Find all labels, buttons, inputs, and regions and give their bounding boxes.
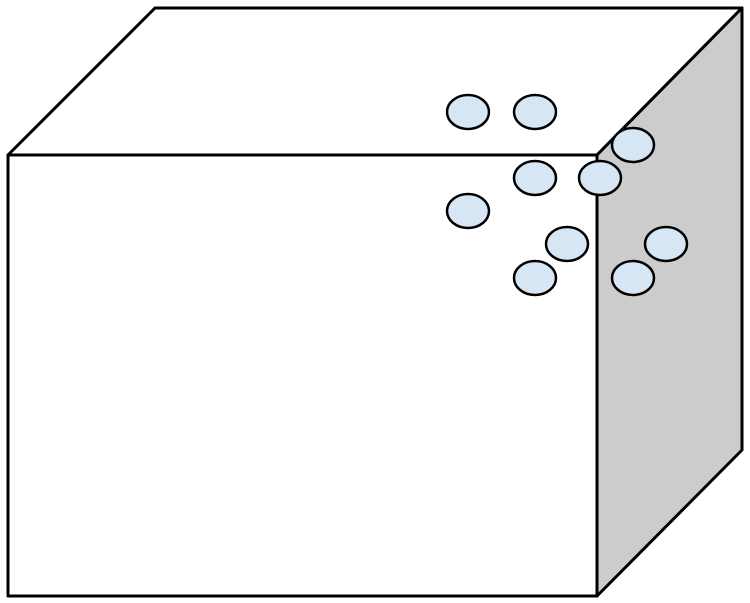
particle (577, 159, 623, 197)
particle (643, 225, 689, 263)
particle-cluster (445, 93, 689, 297)
particle (445, 192, 491, 230)
particle (610, 126, 656, 164)
box-front-face (6, 153, 599, 598)
particle (512, 159, 558, 197)
particle (544, 225, 590, 263)
particle (610, 259, 656, 297)
particle (512, 93, 558, 131)
particle (445, 93, 491, 131)
particle (512, 259, 558, 297)
